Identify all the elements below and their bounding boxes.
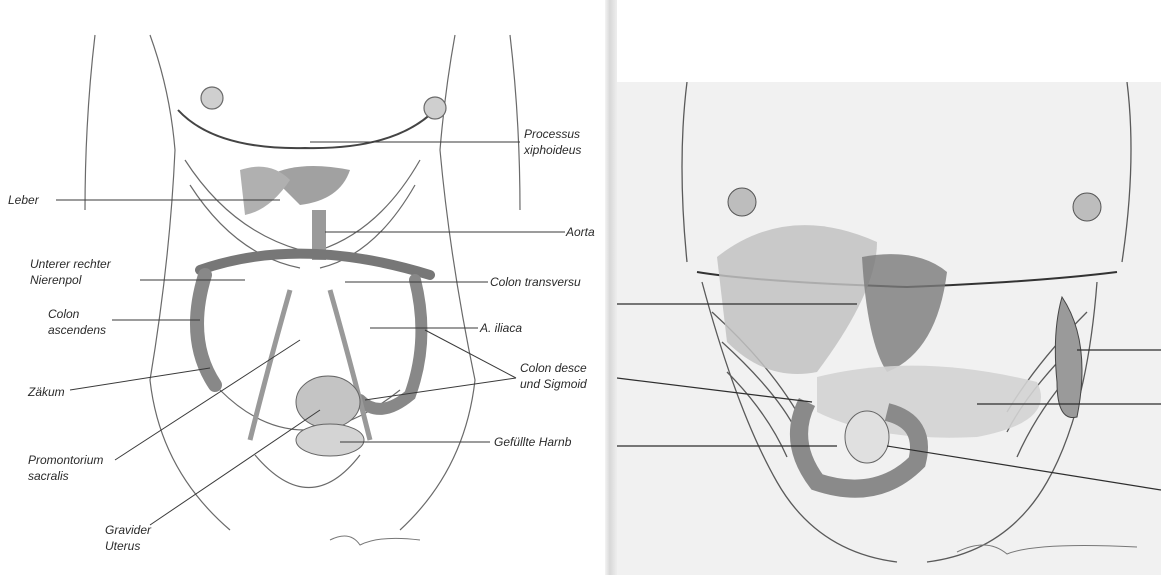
right-anatomy-illustration — [617, 82, 1161, 575]
label-colon-ascendens-line1: Colon — [48, 306, 106, 322]
colon-desc-leader-1 — [425, 330, 516, 378]
label-colon-ascendens: Colon ascendens — [48, 306, 106, 338]
label-promontorium-line2: sacralis — [28, 468, 103, 484]
label-colon-ascendens-line2: ascendens — [48, 322, 106, 338]
panel-divider — [605, 0, 617, 575]
label-uterus-line2: Uterus — [105, 538, 151, 554]
label-colon-desc: Colon desce und Sigmoid — [520, 360, 587, 392]
label-unterer: Unterer rechter Nierenpol — [30, 256, 111, 288]
colon-desc-leader-2 — [365, 378, 516, 400]
right-anatomy-panel — [617, 82, 1161, 575]
label-promontorium-line1: Promontorium — [28, 452, 103, 468]
label-leber: Leber — [8, 192, 39, 208]
zaekum-leader — [70, 368, 210, 390]
label-unterer-line2: Nierenpol — [30, 272, 111, 288]
label-a-iliaca: A. iliaca — [480, 320, 522, 336]
left-anatomy-panel: Leber Processus xiphoideus Aorta Unterer… — [0, 0, 608, 575]
label-promontorium: Promontorium sacralis — [28, 452, 103, 484]
label-processus-line1: Processus — [524, 126, 581, 142]
label-zaekum: Zäkum — [28, 384, 65, 400]
label-unterer-line1: Unterer rechter — [30, 256, 111, 272]
label-harnblase: Gefüllte Harnb — [494, 434, 571, 450]
label-processus: Processus xiphoideus — [524, 126, 581, 158]
label-colon-desc-line2: und Sigmoid — [520, 376, 587, 392]
label-uterus-line1: Gravider — [105, 522, 151, 538]
right-leader-bottom — [887, 446, 1161, 490]
label-processus-line2: xiphoideus — [524, 142, 581, 158]
label-colon-transversum: Colon transversu — [490, 274, 581, 290]
label-colon-desc-line1: Colon desce — [520, 360, 587, 376]
label-uterus: Gravider Uterus — [105, 522, 151, 554]
label-aorta: Aorta — [566, 224, 595, 240]
uterus-leader — [150, 410, 320, 525]
